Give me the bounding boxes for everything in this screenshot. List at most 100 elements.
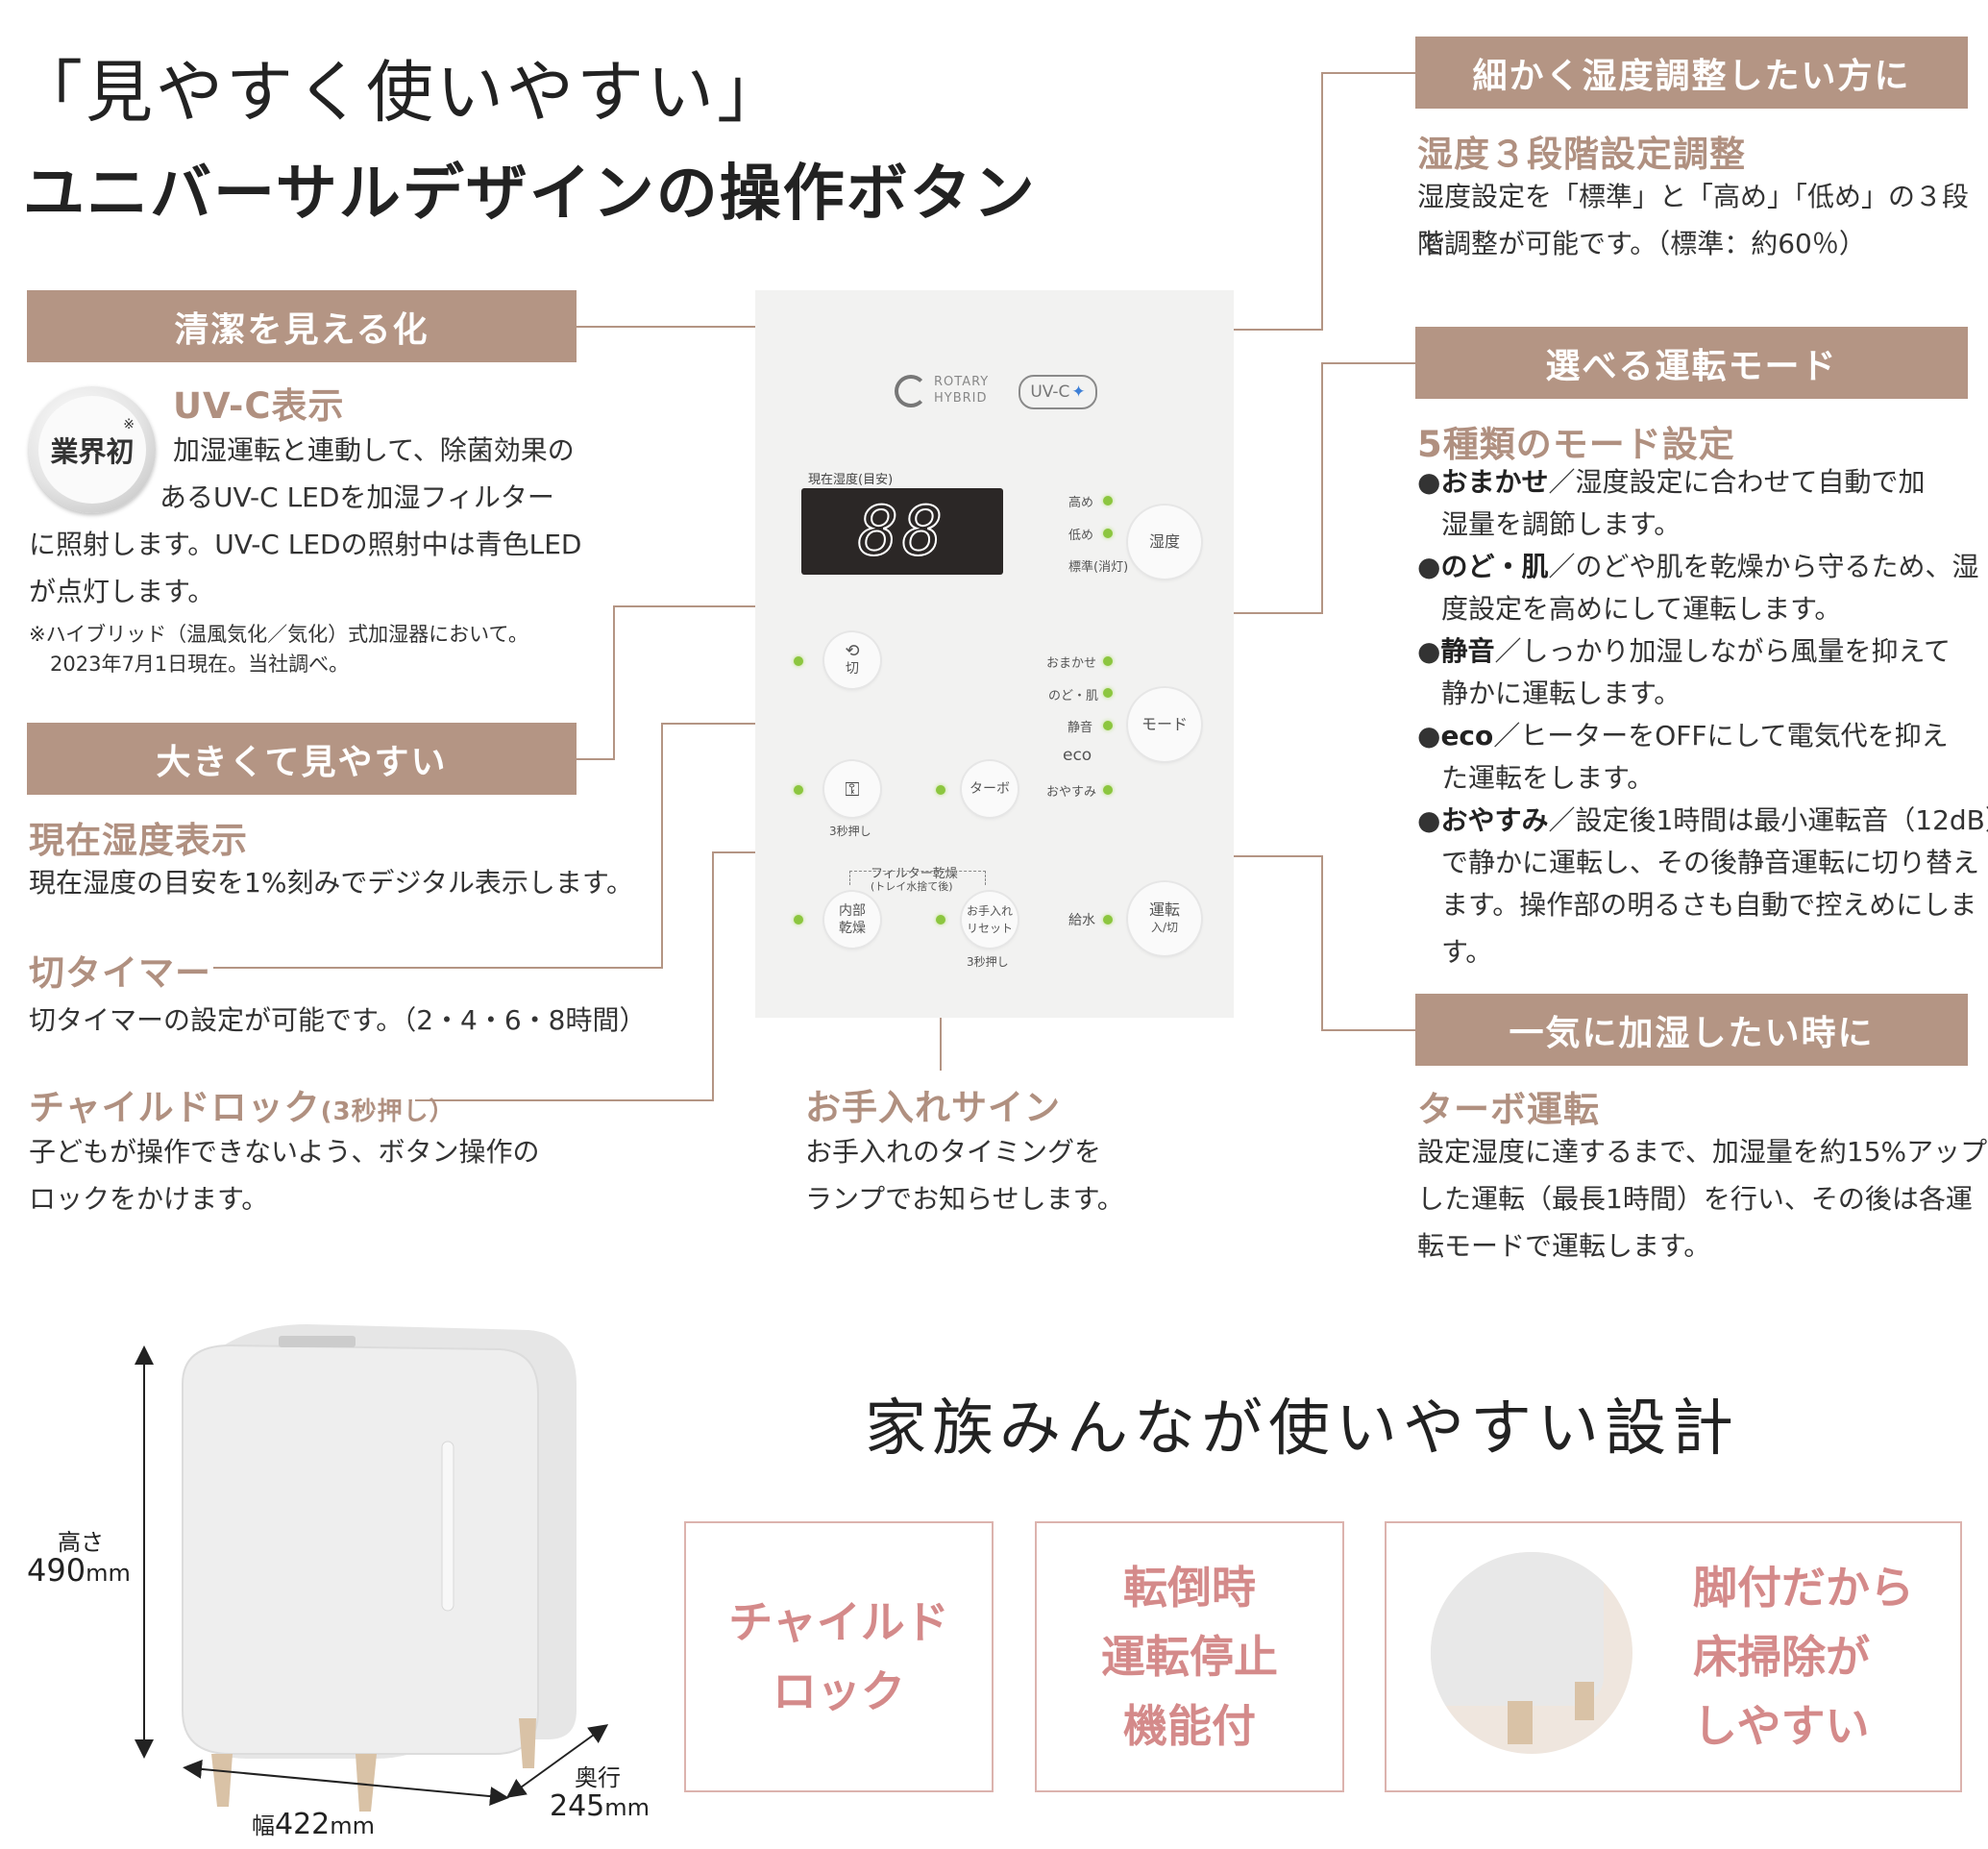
display-heading: 現在湿度表示 bbox=[29, 820, 248, 861]
bullet: ● bbox=[1417, 804, 1441, 836]
inner-dry-button[interactable]: 内部 乾燥 bbox=[824, 892, 880, 948]
humidity-heading: 湿度３段階設定調整 bbox=[1417, 134, 1746, 175]
turbo-body-line1: 設定湿度に達するまで、加湿量を約15%アップ bbox=[1417, 1136, 1988, 1168]
connector-timer-h2 bbox=[213, 967, 663, 969]
mode-button[interactable]: モード bbox=[1128, 688, 1201, 761]
mode-quiet-led bbox=[1103, 721, 1113, 730]
care-reset-button[interactable]: お手入れ リセット bbox=[962, 892, 1018, 948]
uvc-body-line4: が点灯します。 bbox=[29, 576, 215, 607]
mode-throat-skin-label: のど・肌 bbox=[1048, 689, 1099, 703]
key-icon: ⚿ bbox=[845, 777, 860, 801]
mode-throat-skin-led bbox=[1103, 688, 1113, 698]
connector-turbo-h2 bbox=[1321, 1029, 1415, 1031]
lock-heading: チャイルドロック(3秒押し） bbox=[29, 1078, 455, 1130]
control-panel: ROTARY HYBRID UV-C✦ 現在湿度(目安) 88 高め 低め 標準… bbox=[755, 290, 1234, 1018]
humidity-body-line1: 湿度設定を「標準」と「高め」「低め」の３段階 bbox=[1417, 181, 1970, 259]
care-body-line2: ランプでお知らせします。 bbox=[805, 1183, 1124, 1215]
mode-eco-label: eco bbox=[1063, 746, 1092, 765]
care-reset-line2: リセット bbox=[966, 922, 1013, 935]
turbo-button[interactable]: ターボ bbox=[962, 761, 1018, 817]
display-label: 現在湿度(目安) bbox=[808, 473, 894, 487]
rotary-hybrid-icon bbox=[895, 375, 927, 407]
feature-child-lock: チャイルド ロック bbox=[684, 1521, 994, 1792]
mode-omakase-led bbox=[1103, 656, 1113, 666]
legs-photo-body bbox=[1431, 1552, 1604, 1706]
uvc-body-line1: 加湿運転と連動して、除菌効果の bbox=[173, 434, 575, 466]
bullet: ● bbox=[1417, 466, 1441, 498]
bottom-heading: 家族みんなが使いやすい設計 bbox=[865, 1393, 1739, 1465]
height-number: 490 bbox=[27, 1552, 86, 1589]
inner-dry-line1: 内部 bbox=[839, 903, 866, 919]
mode-item-throat-skin: ●のど・肌／のどや肌を乾燥から守るため、湿 bbox=[1417, 543, 1978, 590]
display-tag: 大きくて見やすい bbox=[27, 723, 577, 795]
power-button[interactable]: 運転 入/切 bbox=[1128, 882, 1201, 955]
legs-photo bbox=[1431, 1552, 1632, 1754]
uvc-logo: UV-C✦ bbox=[1019, 375, 1097, 409]
depth-number: 245 bbox=[550, 1789, 605, 1823]
lock-heading-suffix: (3秒押し） bbox=[320, 1097, 455, 1126]
badge-mark: ※ bbox=[123, 417, 135, 432]
mode-sleep-label: おやすみ bbox=[1046, 785, 1097, 800]
modes-tag: 選べる運転モード bbox=[1415, 327, 1968, 399]
child-lock-button[interactable]: ⚿ bbox=[824, 761, 880, 817]
brand-line1: ROTARY bbox=[934, 375, 990, 389]
uvc-note-line2: 2023年7月1日現在。当社調べ。 bbox=[50, 653, 350, 676]
timer-led bbox=[794, 656, 803, 666]
connector-turbo-v2 bbox=[1321, 855, 1323, 1030]
connector-humidity-v2 bbox=[1321, 72, 1323, 331]
level-high-label: 高め bbox=[1068, 496, 1094, 510]
power-line2: 入/切 bbox=[1150, 921, 1179, 934]
bullet: ● bbox=[1417, 635, 1441, 667]
humidity-tag: 細かく湿度調整したい方に bbox=[1415, 37, 1968, 109]
sparkle-icon: ✦ bbox=[1071, 382, 1086, 402]
mode-item-name: おやすみ bbox=[1440, 804, 1549, 836]
timer-heading: 切タイマー bbox=[29, 952, 211, 994]
title-line2: ユニバーサルデザインの操作ボタン bbox=[23, 158, 1037, 230]
lock-hold-label: 3秒押し bbox=[829, 825, 871, 838]
uvc-heading: UV-C表示 bbox=[173, 385, 345, 427]
care-hold-label: 3秒押し bbox=[967, 955, 1009, 969]
feature-line3: 機能付 bbox=[1123, 1700, 1256, 1752]
connector-lock-h2 bbox=[415, 1099, 714, 1101]
depth-label: 奥行 bbox=[575, 1764, 621, 1791]
connector-humidity-h2 bbox=[1321, 72, 1415, 74]
mode-item-desc: ／設定後1時間は最小運転音（12dB） bbox=[1548, 804, 1988, 836]
mode-item-throat-skin-line2: 度設定を高めにして運転します。 bbox=[1441, 593, 1842, 625]
mode-item-quiet: ●静音／しっかり加湿しながら風量を抑えて bbox=[1417, 628, 1951, 675]
humidity-display: 88 bbox=[801, 488, 1003, 575]
mode-item-desc: ／ヒーターをOFFにして電気代を抑え bbox=[1493, 720, 1949, 752]
connector-humidity-h bbox=[1167, 329, 1323, 331]
feature-line2: ロック bbox=[773, 1665, 905, 1717]
mode-sleep-led bbox=[1103, 785, 1113, 795]
depth-unit: mm bbox=[604, 1794, 650, 1821]
mode-quiet-label: 静音 bbox=[1068, 721, 1093, 735]
feature-line1: チャイルド bbox=[728, 1596, 949, 1648]
uvc-body-line3: に照射します。UV-C LEDの照射中は青色LED bbox=[29, 529, 582, 560]
mode-item-omakase-line2: 湿量を調節します。 bbox=[1441, 508, 1681, 540]
bullet: ● bbox=[1417, 720, 1441, 752]
timer-button-label: 切 bbox=[846, 661, 859, 677]
depth-value: 245mm bbox=[550, 1789, 650, 1823]
off-timer-button[interactable]: ⟲ 切 bbox=[824, 632, 880, 688]
connector-mode-v2 bbox=[1321, 362, 1323, 614]
care-body-line1: お手入れのタイミングを bbox=[805, 1136, 1102, 1168]
water-led bbox=[1103, 915, 1113, 924]
level-standard-label: 標準(消灯) bbox=[1068, 560, 1129, 575]
care-heading: お手入れサイン bbox=[805, 1087, 1061, 1128]
display-value: 88 bbox=[857, 491, 947, 572]
mode-item-name: おまかせ bbox=[1440, 466, 1549, 498]
mode-item-name: eco bbox=[1440, 720, 1494, 752]
filter-dry-title: フィルター乾燥 bbox=[871, 867, 958, 881]
industry-first-badge: 業界初 ※ bbox=[29, 386, 156, 513]
dimension-arrows bbox=[135, 1345, 609, 1807]
timer-icon: ⟲ bbox=[845, 641, 860, 661]
turbo-led bbox=[936, 785, 945, 795]
mode-item-desc: ／湿度設定に合わせて自動で加 bbox=[1548, 466, 1926, 498]
mode-item-name: のど・肌 bbox=[1440, 551, 1549, 582]
width-label: 幅 bbox=[252, 1812, 275, 1839]
feature-tip-over-stop: 転倒時 運転停止 機能付 bbox=[1035, 1521, 1344, 1792]
humidity-button[interactable]: 湿度 bbox=[1128, 505, 1201, 579]
badge-text: 業界初 bbox=[50, 435, 135, 468]
width-number: 422 bbox=[275, 1808, 331, 1841]
mode-item-quiet-line2: 静かに運転します。 bbox=[1441, 678, 1681, 709]
